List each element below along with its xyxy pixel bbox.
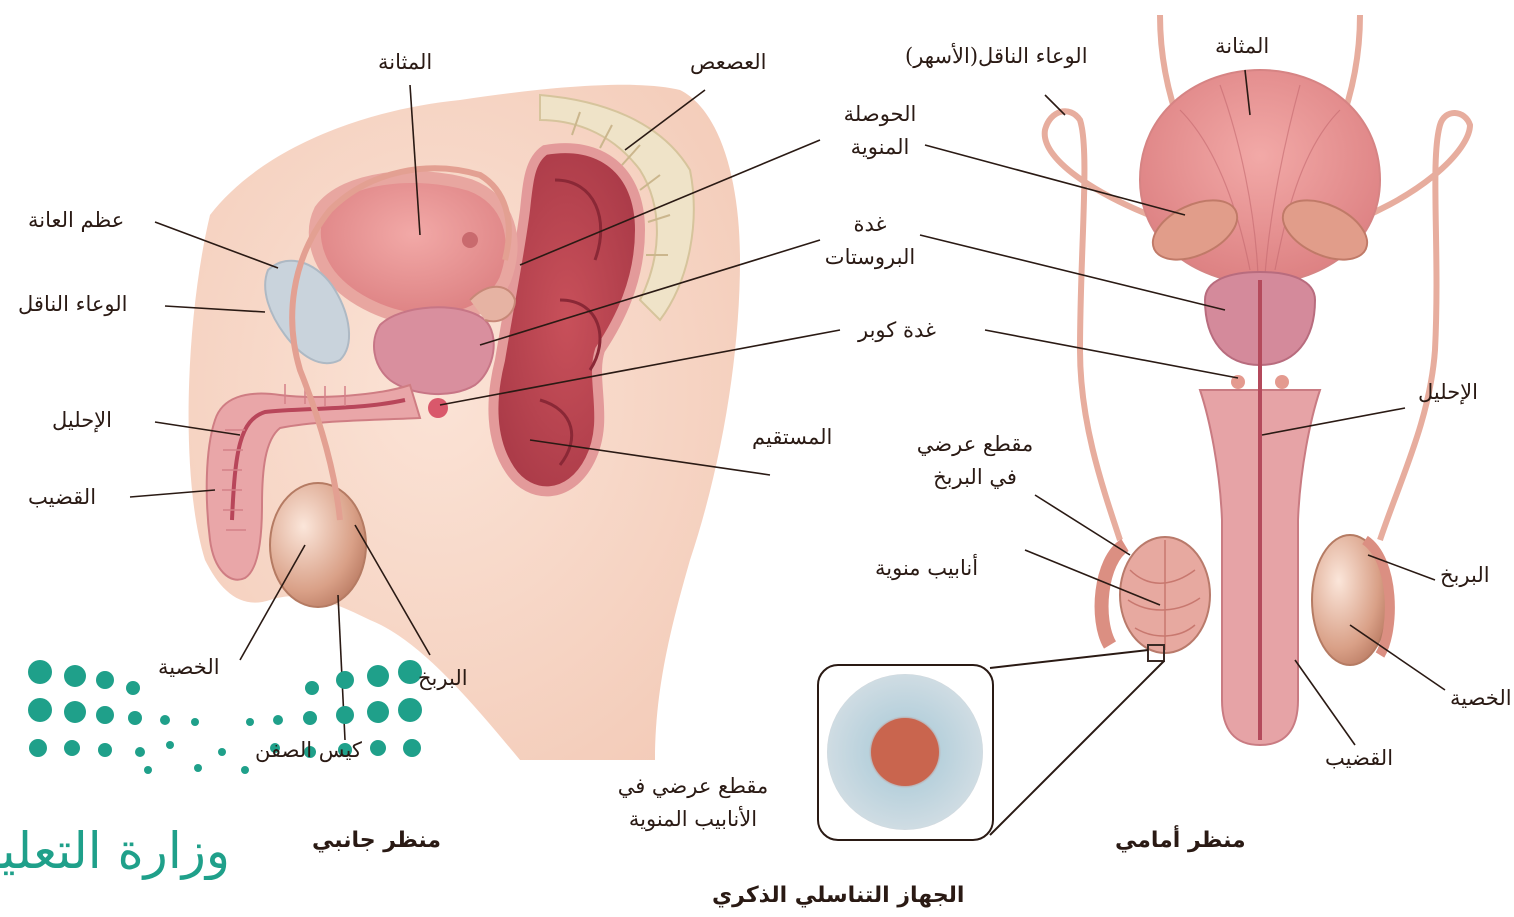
side-label-testis: الخصية	[158, 657, 220, 678]
front-label-urethra: الإحليل	[1418, 382, 1478, 403]
side-label-pubic-bone: عظم العانة	[28, 210, 124, 231]
side-label-cowper: غدة كوبر	[858, 320, 936, 341]
side-label-epididymis: البربخ	[418, 668, 468, 689]
side-label-rectum: المستقيم	[752, 427, 832, 448]
ministry-logo-dots	[28, 660, 422, 774]
front-label-epididymis: البربخ	[1440, 565, 1490, 586]
front-label-seminiferous-tubules: أنابيب منوية	[875, 558, 978, 579]
side-label-urethra: الإحليل	[52, 410, 112, 431]
front-label-testis: الخصية	[1450, 688, 1512, 709]
front-label-tubule-section: مقطع عرضي في الأنابيب المنوية	[598, 770, 788, 835]
front-view-caption: منظر أمامي	[1115, 830, 1246, 852]
side-view-illustration	[189, 85, 740, 760]
side-label-bladder: المثانة	[378, 52, 432, 73]
prostate	[374, 307, 494, 394]
side-label-coccyx: العصعص	[690, 52, 766, 73]
front-label-epididymis-section: مقطع عرضي في البربخ	[905, 428, 1045, 493]
front-label-vas-deferens: الوعاء الناقل(الأسهر)	[905, 46, 1088, 67]
side-label-penis: القضيب	[28, 487, 96, 508]
side-label-vas-deferens: الوعاء الناقل	[18, 294, 127, 315]
figure-title: الجهاز التناسلي الذكري	[712, 885, 964, 907]
side-label-scrotum: كيس الصفن	[255, 740, 362, 761]
front-label-bladder: المثانة	[1215, 36, 1269, 57]
testis	[270, 483, 366, 607]
side-view-caption: منظر جانبي	[312, 830, 441, 852]
side-label-seminal-vesicle: الحوصلة المنوية	[825, 98, 935, 163]
ministry-watermark-text: وزارة التعليم	[0, 822, 230, 880]
front-label-penis: القضيب	[1325, 748, 1393, 769]
side-label-prostate: غدة البروستات	[815, 208, 925, 273]
